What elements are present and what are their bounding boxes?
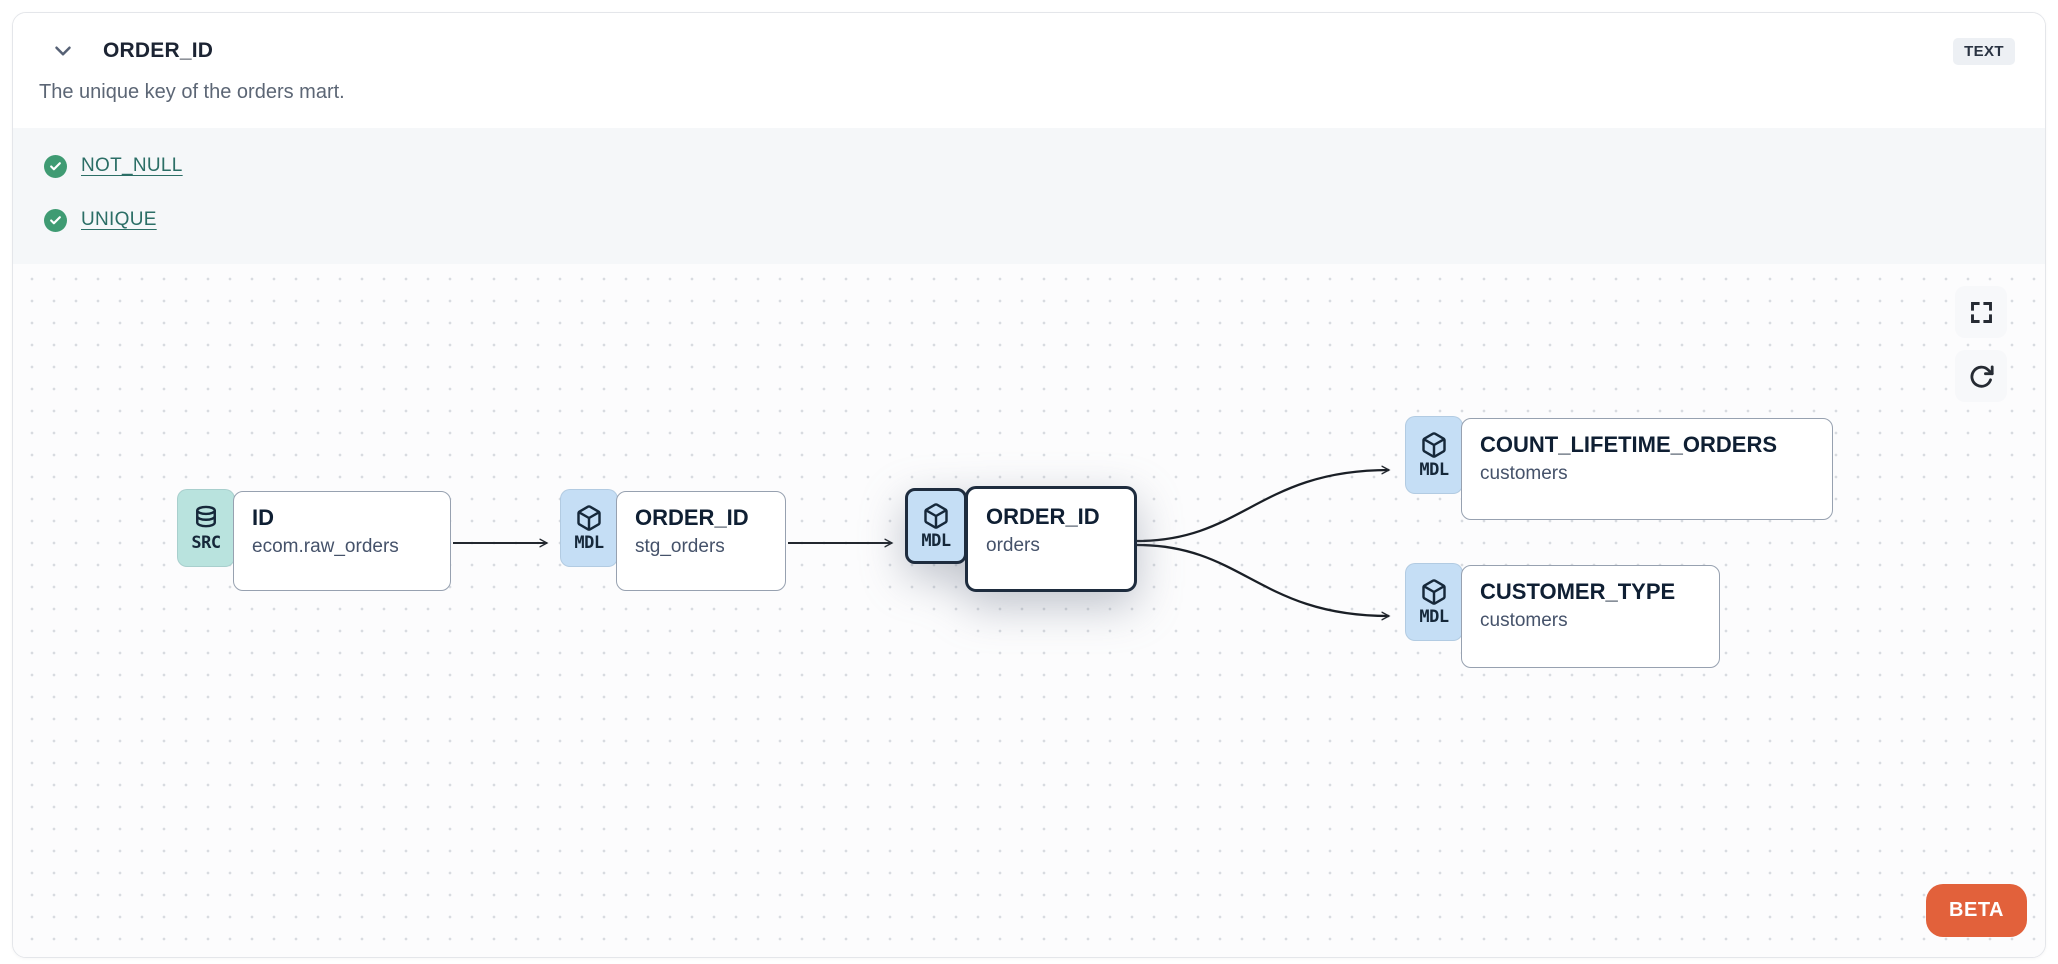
node-title: ORDER_ID bbox=[635, 505, 749, 530]
node-title: COUNT_LIFETIME_ORDERS bbox=[1480, 432, 1778, 457]
node-body: ID ecom.raw_orders bbox=[233, 491, 451, 591]
node-subtitle: customers bbox=[1480, 610, 1568, 631]
column-description: The unique key of the orders mart. bbox=[39, 81, 345, 103]
node-body: ORDER_ID orders bbox=[965, 486, 1137, 592]
node-subtitle: orders bbox=[986, 535, 1040, 556]
tests-section: NOT_NULL UNIQUE bbox=[13, 128, 2045, 264]
check-circle-icon bbox=[44, 208, 67, 232]
database-icon bbox=[196, 505, 216, 527]
badge-label: MDL bbox=[1419, 459, 1449, 480]
model-badge: MDL bbox=[905, 488, 967, 564]
check-circle-icon bbox=[44, 154, 67, 178]
refresh-button[interactable] bbox=[1955, 350, 2007, 402]
chevron-down-icon bbox=[55, 46, 71, 56]
cube-icon bbox=[924, 502, 948, 529]
panel-header: ORDER_ID TEXT The unique key of the orde… bbox=[13, 13, 2045, 128]
lineage-edges bbox=[453, 264, 2045, 949]
cube-icon bbox=[1422, 431, 1446, 458]
node-body: CUSTOMER_TYPE customers bbox=[1461, 565, 1720, 668]
edge bbox=[1136, 543, 1389, 616]
badge-label: SRC bbox=[191, 532, 221, 553]
canvas-controls bbox=[1955, 286, 2007, 402]
fullscreen-icon bbox=[1970, 301, 1992, 323]
badge-label: MDL bbox=[1419, 606, 1449, 627]
test-row: UNIQUE bbox=[44, 206, 2045, 234]
column-type-badge: TEXT bbox=[1953, 37, 2015, 65]
column-name-title: ORDER_ID bbox=[103, 39, 214, 62]
node-body: COUNT_LIFETIME_ORDERS customers bbox=[1461, 418, 1833, 520]
node-subtitle: customers bbox=[1480, 463, 1568, 484]
node-subtitle: ecom.raw_orders bbox=[252, 536, 399, 557]
test-link-unique[interactable]: UNIQUE bbox=[81, 209, 157, 230]
badge-label: MDL bbox=[921, 530, 951, 551]
cube-icon bbox=[1422, 578, 1446, 605]
cube-icon bbox=[577, 504, 601, 531]
title-row: ORDER_ID TEXT bbox=[37, 37, 2015, 65]
model-badge: MDL bbox=[1405, 563, 1463, 641]
node-subtitle: stg_orders bbox=[635, 536, 725, 557]
model-badge: MDL bbox=[560, 489, 618, 567]
column-detail-panel: ORDER_ID TEXT The unique key of the orde… bbox=[12, 12, 2046, 958]
badge-label: MDL bbox=[574, 532, 604, 553]
lineage-canvas[interactable]: SRC ID ecom.raw_orders MDL ORDER_ID stg_… bbox=[13, 264, 2045, 957]
test-link-not-null[interactable]: NOT_NULL bbox=[81, 155, 183, 176]
beta-badge: BETA bbox=[1926, 884, 2027, 937]
source-badge: SRC bbox=[177, 489, 235, 567]
node-title: ID bbox=[252, 505, 274, 530]
node-title: ORDER_ID bbox=[986, 504, 1100, 529]
model-badge: MDL bbox=[1405, 416, 1463, 494]
edge bbox=[1136, 470, 1389, 543]
fullscreen-button[interactable] bbox=[1955, 286, 2007, 338]
test-row: NOT_NULL bbox=[44, 152, 2045, 180]
refresh-icon bbox=[1970, 365, 1994, 388]
node-title: CUSTOMER_TYPE bbox=[1480, 579, 1676, 604]
node-body: ORDER_ID stg_orders bbox=[616, 491, 786, 591]
collapse-button[interactable] bbox=[49, 37, 77, 65]
